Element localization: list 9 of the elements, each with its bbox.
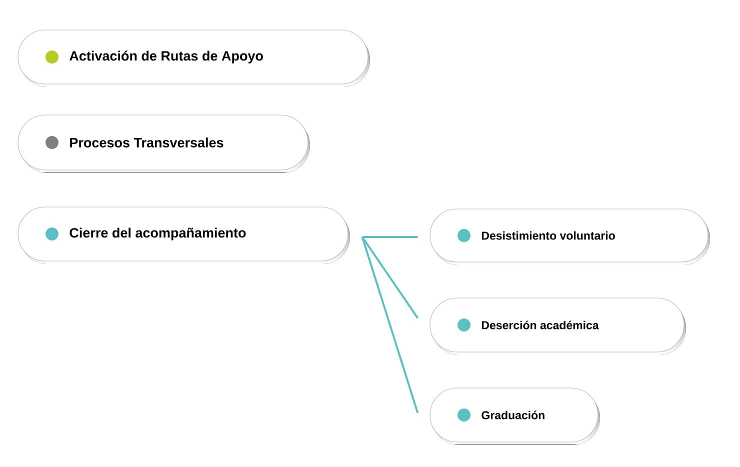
pill-box: Deserción académica [430,298,686,355]
pill-box: Cierre del acompañamiento [18,206,350,264]
pill-box: Procesos Transversales [18,114,310,173]
connector-line [361,236,419,414]
connector-line [361,236,419,319]
pill-box: Activación de Rutas de Apoyo [18,30,370,87]
pill-box: Graduación [430,388,600,445]
connector-line [362,236,418,238]
pill-box: Desistimiento voluntario [430,208,710,265]
